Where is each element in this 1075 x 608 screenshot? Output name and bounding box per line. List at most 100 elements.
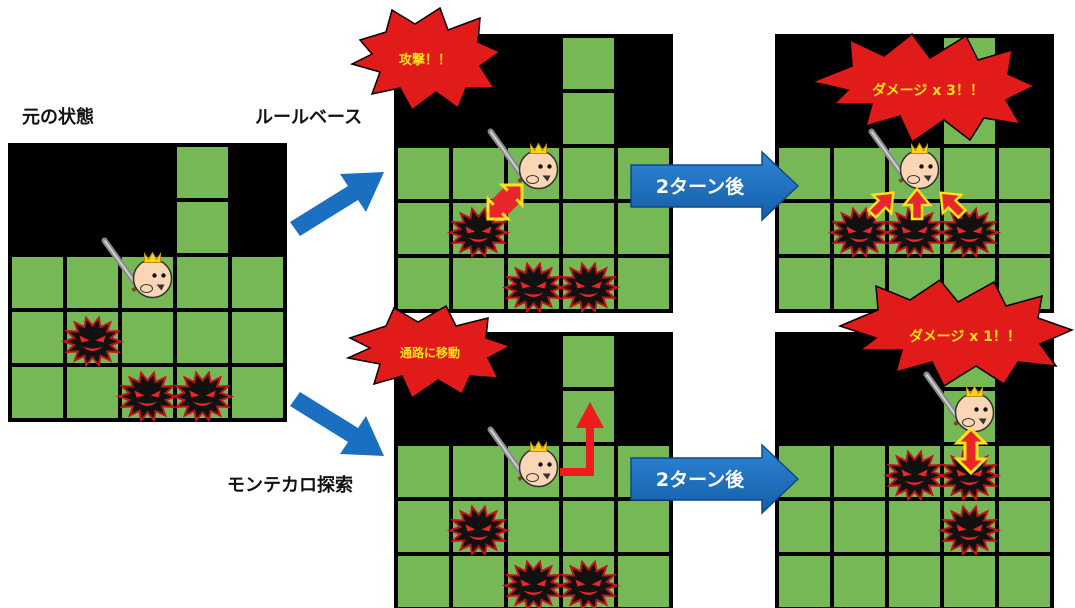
wall-tile [616,389,671,444]
enemy-icon [556,559,621,608]
floor-tile [177,312,228,363]
wall-tile [506,389,561,444]
floor-tile [398,446,449,497]
board-mc-after [775,332,1054,608]
board-rule-before [394,34,673,314]
floor-tile [177,202,228,253]
floor-tile [563,203,614,254]
floor-tile [453,148,504,199]
floor-tile [122,312,173,363]
floor-tile [67,367,118,418]
hero-icon [101,237,173,299]
floor-tile [999,556,1050,607]
floor-tile [453,446,504,497]
enemy-icon [170,370,235,423]
arrow-to-monte-carlo [290,392,384,456]
floor-tile [889,501,940,552]
floor-tile [779,258,830,309]
burst-damage-3-text: ダメージ x 3！！ [872,82,984,99]
turns-arrow-bottom: 2ターン後 [630,443,800,515]
enemy-icon [882,449,947,502]
move-path-arrow-icon [560,402,604,476]
floor-tile [563,336,614,387]
wall-tile [887,389,942,444]
attack-arrow-up-icon [901,187,933,221]
arrow-to-rule-based [290,172,384,236]
floor-tile [232,367,283,418]
floor-tile [398,148,449,199]
attack-arrow-left-icon [866,191,895,220]
hero-icon [868,128,940,190]
enemy-icon [937,504,1002,557]
floor-tile [453,258,504,309]
wall-tile [10,145,65,200]
floor-tile [999,501,1050,552]
floor-tile [67,257,118,308]
wall-tile [506,91,561,146]
burst-damage-1-text: ダメージ x 1！！ [909,328,1021,345]
enemy-icon [446,504,511,557]
floor-tile [232,257,283,308]
wall-tile [120,200,175,255]
enemy-icon [115,370,180,423]
floor-tile [944,556,995,607]
floor-tile [453,556,504,607]
burst-damage-3: ダメージ x 3！！ [809,32,1036,144]
wall-tile [777,91,832,146]
label-rule-based: ルールベース [255,107,363,128]
label-monte-carlo: モンテカロ探索 [227,475,353,496]
floor-tile [508,203,559,254]
wall-tile [777,389,832,444]
floor-tile [779,203,830,254]
burst-attack: 攻撃！！ [349,6,502,112]
attack-arrow-vertical-icon [953,426,989,476]
wall-tile [65,145,120,200]
wall-tile [230,145,285,200]
wall-tile [997,389,1052,444]
turns-label-bottom: 2ターン後 [656,468,745,491]
wall-tile [777,334,832,389]
wall-tile [616,36,671,91]
floor-tile [398,203,449,254]
enemy-icon [556,261,621,314]
floor-tile [12,257,63,308]
wall-tile [616,334,671,389]
floor-tile [177,257,228,308]
enemy-icon [827,206,892,259]
burst-damage-1: ダメージ x 1！！ [837,278,1075,388]
floor-tile [779,501,830,552]
floor-tile [999,148,1050,199]
burst-move-text: 通路に移動 [400,345,460,360]
floor-tile [398,258,449,309]
floor-tile [563,38,614,89]
floor-tile [12,312,63,363]
floor-tile [618,501,669,552]
attack-arrow-icon [486,183,524,221]
wall-tile [120,145,175,200]
floor-tile [618,556,669,607]
wall-tile [230,200,285,255]
floor-tile [12,367,63,418]
hero-icon [487,128,559,190]
hero-icon [487,426,559,488]
floor-tile [999,446,1050,497]
floor-tile [563,148,614,199]
label-original: 元の状態 [22,107,94,128]
floor-tile [834,556,885,607]
floor-tile [398,556,449,607]
floor-tile [563,93,614,144]
floor-tile [944,148,995,199]
floor-tile [834,501,885,552]
enemy-icon [501,261,566,314]
floor-tile [398,501,449,552]
floor-tile [779,556,830,607]
floor-tile [834,446,885,497]
turns-arrow-top: 2ターン後 [630,150,800,222]
wall-tile [616,91,671,146]
turns-label-top: 2ターン後 [656,175,745,198]
floor-tile [834,148,885,199]
wall-tile [832,389,887,444]
floor-tile [999,203,1050,254]
enemy-icon [501,559,566,608]
